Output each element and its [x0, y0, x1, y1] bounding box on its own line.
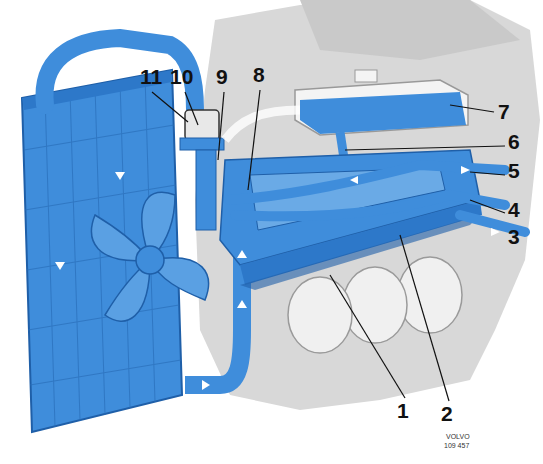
callout-number: 3	[508, 226, 520, 247]
leader-lines	[152, 90, 505, 401]
callout-number: 7	[498, 101, 510, 122]
callout-number: 10	[170, 66, 193, 87]
upper-hose	[44, 38, 195, 110]
heater-hoses	[230, 165, 525, 232]
fan	[92, 192, 209, 321]
radiator	[22, 70, 182, 432]
callout-number: 9	[216, 66, 228, 87]
expansion-tank	[295, 70, 468, 135]
thermostat-housing	[180, 110, 224, 230]
callout-number: 8	[253, 64, 265, 85]
callout-number: 1	[397, 400, 409, 421]
callout-number: 2	[441, 403, 453, 424]
callout-number: 11	[140, 66, 162, 87]
brand-mark: VOLVO	[446, 433, 470, 440]
flow-arrows	[55, 60, 500, 390]
figure-number: 109 457	[444, 442, 469, 449]
callout-number: 6	[508, 131, 520, 152]
engine-shade	[300, 0, 520, 60]
tank-hose	[225, 110, 300, 140]
callout-number: 5	[508, 160, 520, 181]
callout-number: 4	[508, 199, 520, 220]
